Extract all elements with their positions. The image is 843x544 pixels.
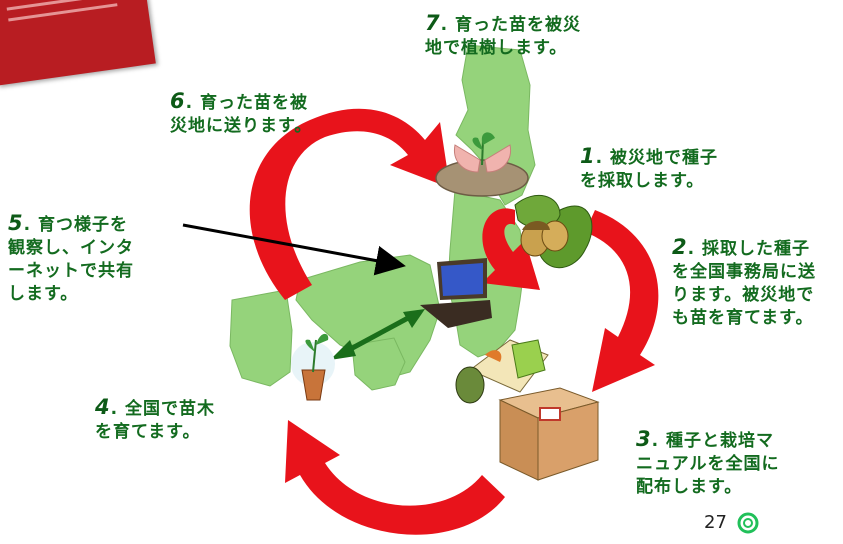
double-circle-icon xyxy=(737,512,759,534)
step-3-label: 3. 種子と栽培マ ニュアルを全国に 配布します。 xyxy=(636,427,780,498)
step-6-label: 6. 育った苗を被 災地に送ります。 xyxy=(170,89,313,137)
cycle-arrows xyxy=(249,108,659,535)
acorn-icon xyxy=(514,195,593,269)
share-double-arrow xyxy=(330,309,425,360)
step-4-label: 4. 全国で苗木 を育てます。 xyxy=(95,395,216,443)
seeds-manual-icon xyxy=(455,339,549,404)
planting-hands-icon xyxy=(435,132,529,197)
step-5-label: 5. 育つ様子を 観察し、インタ ーネットで共有 します。 xyxy=(8,211,134,305)
step-7-label: 7. 育った苗を被災 地で植樹します。 xyxy=(425,11,582,59)
arrow-step-1 xyxy=(482,208,540,290)
laptop-icon xyxy=(420,258,492,328)
arrow-step-2 xyxy=(585,210,659,392)
page-number: 27 xyxy=(704,512,727,533)
step-2-label: 2. 採取した種子 を全国事務局に送 ります。被災地で も苗を育てます。 xyxy=(672,235,816,329)
step-1-label: 1. 被災地で種子 を採取します。 xyxy=(580,144,719,192)
label-pointer-arrow xyxy=(182,223,406,276)
arrow-step-3 xyxy=(285,420,505,535)
shipping-box-icon xyxy=(498,387,600,481)
seedling-pot-icon xyxy=(291,333,335,401)
